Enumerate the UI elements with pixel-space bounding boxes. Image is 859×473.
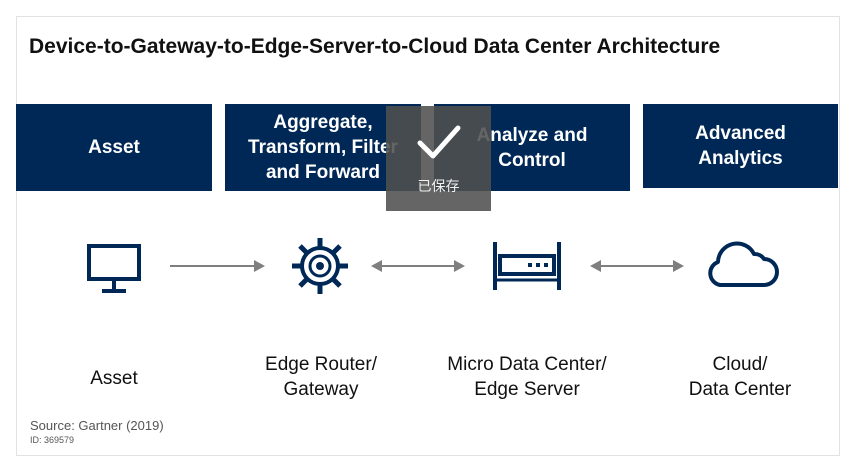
stage-label-gateway: Edge Router/ Gateway bbox=[265, 354, 377, 400]
server-rack-icon bbox=[493, 242, 561, 290]
monitor-icon bbox=[87, 244, 141, 293]
gear-icon bbox=[292, 238, 348, 294]
cloud-icon bbox=[708, 241, 779, 287]
stage-label-asset: Asset bbox=[90, 368, 138, 389]
connector-edge-server-to-cloud bbox=[590, 260, 684, 272]
stage-label-edge-server: Micro Data Center/ Edge Server bbox=[447, 354, 607, 400]
stage-label-cloud: Cloud/ Data Center bbox=[688, 354, 792, 400]
connector-asset-to-gateway bbox=[170, 260, 265, 272]
connector-gateway-to-edge-server bbox=[371, 260, 465, 272]
checkmark-icon bbox=[417, 125, 461, 159]
source-note: Source: Gartner (2019) bbox=[30, 418, 164, 433]
diagram-title: Device-to-Gateway-to-Edge-Server-to-Clou… bbox=[29, 35, 721, 58]
saved-toast-label: 已保存 bbox=[417, 178, 460, 194]
document-id: ID: 369579 bbox=[30, 435, 75, 445]
band-advanced-analytics: Advanced Analytics bbox=[643, 104, 838, 188]
band-aggregate: Aggregate, Transform, Filter and Forward bbox=[225, 104, 421, 191]
band-asset: Asset bbox=[16, 104, 212, 191]
saved-toast: 已保存 bbox=[386, 106, 491, 211]
figure-frame bbox=[16, 16, 840, 456]
